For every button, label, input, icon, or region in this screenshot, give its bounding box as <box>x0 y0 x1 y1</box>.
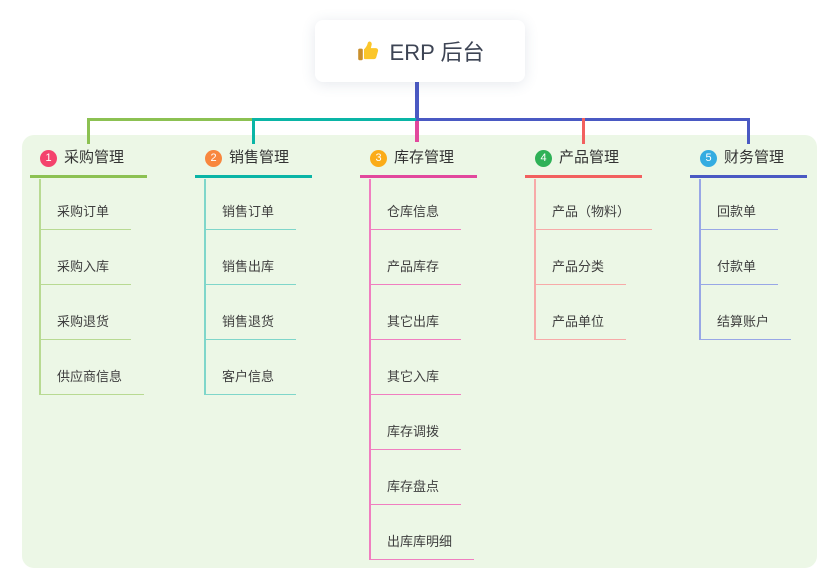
branch-children-connector <box>39 179 41 395</box>
branches-panel-background <box>22 135 817 568</box>
child-node: 产品分类 <box>534 258 627 285</box>
branch-finance-header: 5 财务管理 <box>690 148 807 178</box>
branch-number-badge: 4 <box>535 149 552 167</box>
connector-horizontal-sales-segment <box>253 118 416 121</box>
branch-label: 库存管理 <box>394 149 455 166</box>
child-node: 销售订单 <box>204 203 297 230</box>
branch-purchase-header: 1 采购管理 <box>30 148 147 178</box>
child-node: 库存盘点 <box>369 478 462 505</box>
branch-children-connector <box>204 179 206 395</box>
branch-number-badge: 2 <box>205 149 222 167</box>
child-node: 采购入库 <box>39 258 132 285</box>
branch-sales-header: 2 销售管理 <box>195 148 312 178</box>
connector-drop-sales <box>252 118 255 144</box>
child-node: 客户信息 <box>204 368 297 395</box>
branch-label: 采购管理 <box>64 149 125 166</box>
child-node: 供应商信息 <box>39 368 145 395</box>
branch-label: 产品管理 <box>559 149 620 166</box>
connector-drop-finance <box>747 118 750 144</box>
branch-finance: 5 财务管理 回款单 付款单 结算账户 <box>690 148 807 340</box>
root-node: ERP 后台 <box>315 20 525 82</box>
branch-product-header: 4 产品管理 <box>525 148 642 178</box>
child-node: 出库库明细 <box>369 533 475 560</box>
branch-sales: 2 销售管理 销售订单 销售出库 销售退货 客户信息 <box>195 148 312 395</box>
connector-drop-purchase <box>87 118 90 144</box>
branch-number-badge: 3 <box>370 149 387 167</box>
connector-root-stem <box>415 82 419 119</box>
child-node: 产品库存 <box>369 258 462 285</box>
branch-number-badge: 1 <box>40 149 57 167</box>
branch-children-connector <box>534 179 536 339</box>
branch-inventory-header: 3 库存管理 <box>360 148 477 178</box>
branch-inventory: 3 库存管理 仓库信息 产品库存 其它出库 其它入库 库存调拨 库存盘点 出库库… <box>360 148 477 560</box>
child-node: 库存调拨 <box>369 423 462 450</box>
branch-children-connector <box>369 179 371 559</box>
connector-drop-product <box>582 118 585 144</box>
branch-number-badge: 5 <box>700 149 717 167</box>
child-node: 采购退货 <box>39 313 132 340</box>
root-node-label: ERP 后台 <box>389 40 485 65</box>
branch-children-connector <box>699 179 701 339</box>
branch-purchase: 1 采购管理 采购订单 采购入库 采购退货 供应商信息 <box>30 148 147 395</box>
branch-product: 4 产品管理 产品（物料） 产品分类 产品单位 <box>525 148 653 340</box>
child-node: 产品（物料） <box>534 203 653 230</box>
child-node: 回款单 <box>699 203 779 230</box>
child-node: 销售退货 <box>204 313 297 340</box>
branch-label: 财务管理 <box>724 149 785 166</box>
child-node: 仓库信息 <box>369 203 462 230</box>
connector-drop-inventory <box>415 121 419 142</box>
thumbs-up-icon <box>356 39 380 63</box>
child-node: 结算账户 <box>699 313 792 340</box>
child-node: 其它出库 <box>369 313 462 340</box>
child-node: 采购订单 <box>39 203 132 230</box>
branch-label: 销售管理 <box>229 149 290 166</box>
child-node: 产品单位 <box>534 313 627 340</box>
child-node: 付款单 <box>699 258 779 285</box>
child-node: 销售出库 <box>204 258 297 285</box>
connector-horizontal-purchase-segment <box>87 118 254 121</box>
child-node: 其它入库 <box>369 368 462 395</box>
